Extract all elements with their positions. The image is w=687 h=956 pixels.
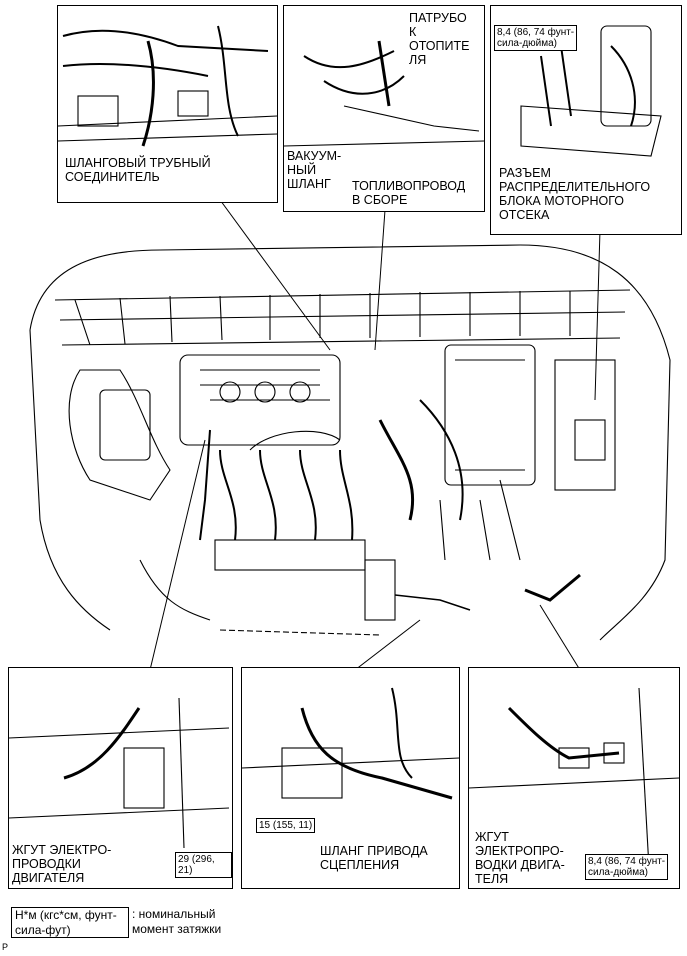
legend-unit: Н*м (кгс*см, фунт- сила-фут) bbox=[11, 907, 129, 938]
vacuum-hose-label: ВАКУУМ- НЫЙ ШЛАНГ bbox=[287, 149, 342, 191]
junction-connector-label: РАЗЪЕМ РАСПРЕДЕЛИТЕЛЬНОГО БЛОКА МОТОРНОГ… bbox=[499, 166, 651, 222]
legend-description: : номинальный момент затяжки bbox=[132, 907, 222, 936]
torque-center: 15 (155, 11) bbox=[256, 818, 316, 833]
detail-junction-connector: 8,4 (86, 74 фунт- сила-дюйма) РАЗЪЕМ РАС… bbox=[490, 5, 682, 235]
fuel-pipe-label: ТОПЛИВОПРОВОД В СБОРЕ bbox=[352, 179, 466, 207]
harness-right-label: ЖГУТ ЭЛЕКТРОПРО- ВОДКИ ДВИГА- ТЕЛЯ bbox=[475, 830, 565, 886]
detail-clutch-hose: 15 (155, 11) ШЛАНГ ПРИВОДА СЦЕПЛЕНИЯ bbox=[241, 667, 460, 889]
harness-left-drawing bbox=[9, 697, 230, 849]
clutch-hose-drawing bbox=[242, 687, 459, 800]
harness-right-drawing bbox=[469, 687, 679, 869]
clutch-hose-label: ШЛАНГ ПРИВОДА СЦЕПЛЕНИЯ bbox=[320, 844, 428, 872]
heater-pipe-label: ПАТРУБО К ОТОПИТЕ ЛЯ bbox=[409, 11, 470, 67]
torque-left: 29 (296, 21) bbox=[175, 852, 232, 878]
torque-top-right: 8,4 (86, 74 фунт- сила-дюйма) bbox=[494, 25, 578, 51]
junction-connector-drawing bbox=[520, 25, 662, 157]
torque-right: 8,4 (86, 74 фунт- сила-дюйма) bbox=[585, 854, 669, 880]
detail-hose-fitting: ШЛАНГОВЫЙ ТРУБНЫЙ СОЕДИНИТЕЛЬ bbox=[57, 5, 278, 203]
hose-fitting-label: ШЛАНГОВЫЙ ТРУБНЫЙ СОЕДИНИТЕЛЬ bbox=[65, 156, 211, 184]
fuel-pipe-drawing bbox=[284, 40, 484, 147]
harness-left-label: ЖГУТ ЭЛЕКТРО- ПРОВОДКИ ДВИГАТЕЛЯ bbox=[12, 843, 112, 885]
code-mark: P bbox=[2, 942, 9, 952]
detail-fuel-pipe: ПАТРУБО К ОТОПИТЕ ЛЯ ВАКУУМ- НЫЙ ШЛАНГ Т… bbox=[283, 5, 485, 212]
detail-engine-harness-right: ЖГУТ ЭЛЕКТРОПРО- ВОДКИ ДВИГА- ТЕЛЯ 8,4 (… bbox=[468, 667, 680, 889]
hose-fitting-drawing bbox=[58, 25, 277, 147]
detail-engine-harness-left: ЖГУТ ЭЛЕКТРО- ПРОВОДКИ ДВИГАТЕЛЯ 29 (296… bbox=[8, 667, 233, 889]
